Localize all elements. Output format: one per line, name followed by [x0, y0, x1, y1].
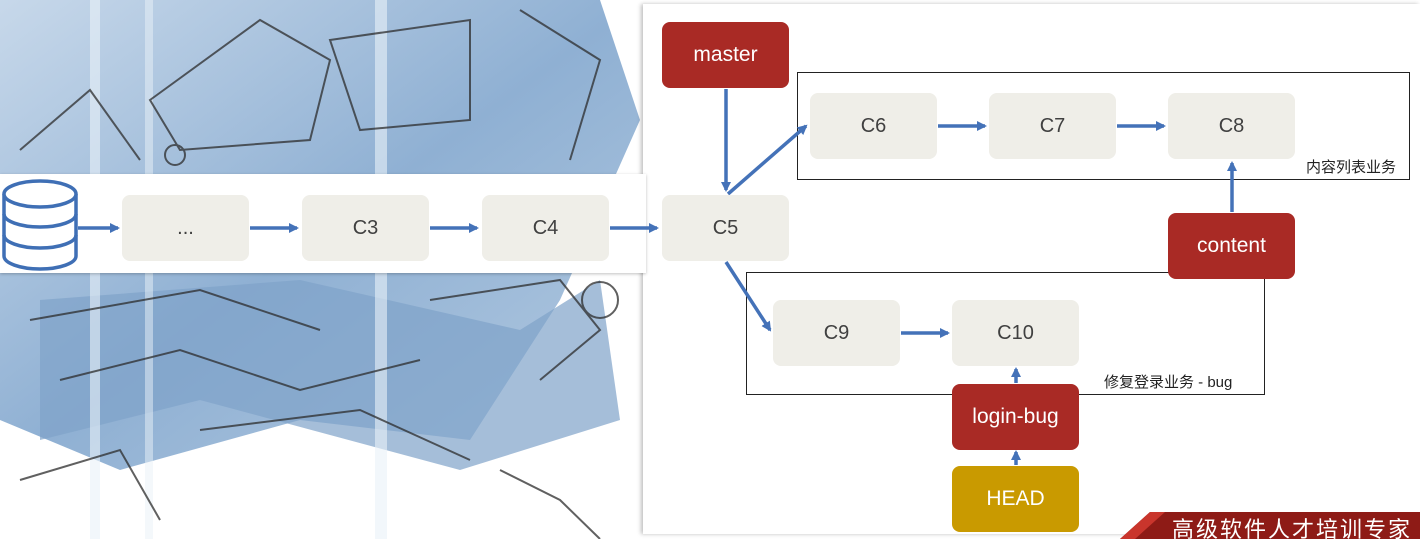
head-pointer: HEAD — [952, 466, 1079, 532]
commit-c8: C8 — [1168, 93, 1295, 159]
footer-banner — [1120, 512, 1420, 539]
branch-master: master — [662, 22, 789, 88]
commit-c5: C5 — [662, 195, 789, 261]
commit-c10: C10 — [952, 300, 1079, 366]
footer-slogan: 高级软件人才培训专家 — [1172, 518, 1413, 543]
bug-fix-label: 修复登录业务 - bug — [1104, 374, 1233, 391]
commit-c4: C4 — [482, 195, 609, 261]
database-icon — [2, 179, 78, 271]
commit-c7: C7 — [989, 93, 1116, 159]
branch-content: content — [1168, 213, 1295, 279]
content-feature-label: 内容列表业务 — [1306, 159, 1397, 176]
commit-c9: C9 — [773, 300, 900, 366]
branch-login-bug: login-bug — [952, 384, 1079, 450]
commit-ellipsis: ... — [122, 195, 249, 261]
commit-c6: C6 — [810, 93, 937, 159]
commit-c3: C3 — [302, 195, 429, 261]
